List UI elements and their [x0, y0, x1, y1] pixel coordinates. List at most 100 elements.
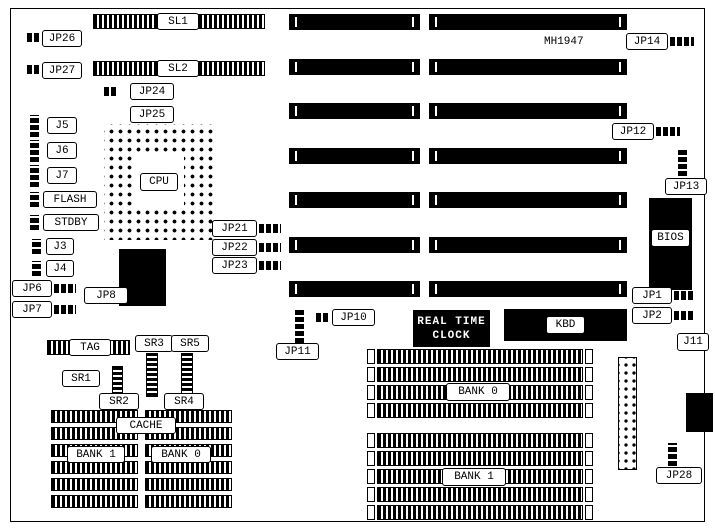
flash-label: FLASH [43, 191, 97, 208]
simm-pins [377, 487, 583, 502]
isa-slot [429, 237, 627, 253]
sr1-socket [112, 366, 123, 396]
simm-clip [585, 469, 593, 484]
j5-pins-icon [30, 115, 39, 137]
simm-clip [367, 505, 375, 520]
jp23-pins-icon [259, 261, 281, 270]
bios-label: BIOS [651, 229, 690, 247]
isa-slot [429, 103, 627, 119]
simm-clip [585, 403, 593, 418]
jp6-pins-icon [54, 284, 76, 293]
isa-slot [289, 281, 420, 297]
jp23-label: JP23 [212, 257, 257, 274]
j5-label: J5 [47, 117, 77, 134]
simm-clip [367, 403, 375, 418]
part-number: MH1947 [544, 36, 584, 48]
jp12-label: JP12 [612, 123, 654, 140]
rtc-label-line1: REAL TIME [417, 315, 486, 328]
sl1-label: SL1 [157, 13, 199, 30]
sr3-socket [146, 353, 158, 397]
j4-pins-icon [32, 261, 41, 276]
j6-label: J6 [47, 142, 77, 159]
sr5-label: SR5 [171, 335, 209, 352]
isa-slot [289, 14, 420, 30]
kbd-label: KBD [546, 316, 585, 334]
simm-pins [377, 403, 583, 418]
simm-pins [377, 349, 583, 364]
jp1-pins-icon [674, 291, 694, 300]
cache-socket [51, 495, 138, 508]
jp21-label: JP21 [212, 220, 257, 237]
sr4-label: SR4 [164, 393, 204, 410]
simm-clip [585, 385, 593, 400]
jp10-pins-icon [316, 313, 330, 322]
jp7-pins-icon [54, 305, 76, 314]
sr5-socket [181, 353, 193, 397]
simm-socket [367, 505, 593, 520]
simm-pins [377, 451, 583, 466]
jp14-pins-icon [670, 37, 694, 46]
jp10-label: JP10 [332, 309, 375, 326]
simm-clip [585, 451, 593, 466]
sr3-label: SR3 [135, 335, 173, 352]
simm-pins [377, 367, 583, 382]
j7-pins-icon [30, 165, 39, 187]
jp28-pins-icon [668, 443, 677, 466]
sr1-label: SR1 [62, 370, 100, 387]
simm-socket [367, 487, 593, 502]
jp22-label: JP22 [212, 239, 257, 256]
jp26-pins-icon [27, 33, 40, 42]
isa-slot [429, 14, 627, 30]
simm-socket [367, 433, 593, 448]
jp25-label: JP25 [130, 106, 174, 123]
mem-bank1-label: BANK 1 [442, 468, 506, 486]
board-outline [10, 8, 705, 522]
cache-socket [145, 495, 232, 508]
j4-label: J4 [46, 260, 74, 277]
simm-socket [367, 403, 593, 418]
simm-pins [377, 433, 583, 448]
jp24-label: JP24 [130, 83, 174, 100]
simm-clip [367, 487, 375, 502]
simm-clip [585, 349, 593, 364]
simm-clip [367, 433, 375, 448]
cache-bank0-label: BANK 0 [151, 446, 211, 463]
jp2-label: JP2 [632, 307, 672, 324]
jp6-label: JP6 [12, 280, 52, 297]
jp12-pins-icon [656, 127, 680, 136]
jp26-label: JP26 [42, 30, 82, 47]
jp13-label: JP13 [665, 178, 707, 195]
simm-clip [585, 433, 593, 448]
jp7-label: JP7 [12, 301, 52, 318]
j3-pins-icon [32, 239, 41, 254]
jp11-pins-icon [295, 308, 304, 343]
power-connector [618, 357, 637, 470]
cache-bank1-label: BANK 1 [67, 446, 125, 463]
simm-clip [367, 367, 375, 382]
din-connector [686, 393, 713, 432]
cache-label: CACHE [116, 417, 176, 434]
jp21-pins-icon [259, 224, 281, 233]
jp24-pins-icon [104, 87, 118, 96]
sl2-label: SL2 [157, 60, 199, 77]
cache-socket [51, 478, 138, 491]
real-time-clock-chip: REAL TIME CLOCK [413, 310, 490, 347]
j7-label: J7 [47, 167, 77, 184]
simm-socket [367, 451, 593, 466]
simm-socket [367, 349, 593, 364]
isa-slot [289, 192, 420, 208]
jp28-label: JP28 [656, 467, 702, 484]
mem-bank0-label: BANK 0 [446, 383, 510, 401]
jp27-label: JP27 [42, 62, 82, 79]
stdby-pins-icon [30, 215, 39, 230]
sr2-label: SR2 [99, 393, 139, 410]
simm-clip [585, 505, 593, 520]
simm-clip [367, 469, 375, 484]
isa-slot [429, 148, 627, 164]
simm-clip [367, 451, 375, 466]
isa-slot [429, 59, 627, 75]
simm-clip [367, 385, 375, 400]
isa-slot [289, 237, 420, 253]
stdby-label: STDBY [43, 214, 99, 231]
